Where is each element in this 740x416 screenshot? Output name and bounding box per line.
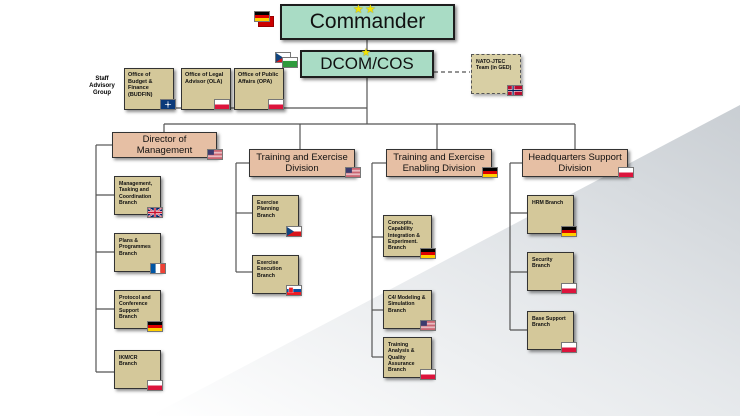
branch-label: Security Branch	[532, 257, 553, 270]
branch-label: Exercise Execution Branch	[257, 260, 282, 279]
germany-flag-icon	[420, 248, 436, 259]
branch-exercise-execution: Exercise Execution Branch	[252, 255, 299, 294]
division-label: Training and Exercise Division	[256, 152, 348, 174]
division-training-exercise-enabling: Training and Exercise Enabling Division	[386, 149, 492, 177]
star-icon: ★	[353, 2, 364, 16]
germany-flag-icon	[561, 226, 577, 237]
branch-label: C4/ Modeling & Simulation Branch	[388, 295, 426, 314]
staff-office-label: Office of Budget & Finance (BUDFIN)	[128, 72, 153, 98]
poland-flag-icon	[147, 380, 163, 391]
staff-advisory-group-label: Staff Advisory Group	[89, 76, 115, 96]
division-director-of-management: Director of Management	[112, 132, 217, 158]
branch-label: Management, Tasking and Coordination Bra…	[119, 181, 153, 206]
branch-label: Exercise Planning Branch	[257, 200, 279, 219]
division-label: Training and Exercise Enabling Division	[393, 152, 485, 174]
branch-label: Base Support Branch	[532, 316, 566, 329]
usa-flag-icon	[345, 167, 361, 178]
poland-flag-icon	[214, 99, 230, 110]
poland-flag-icon	[268, 99, 284, 110]
branch-c4-modeling-simulation: C4/ Modeling & Simulation Branch	[383, 290, 432, 329]
commander-box: Commander	[280, 4, 455, 40]
france-flag-icon	[150, 263, 166, 274]
dcom-box: DCOM/COS	[300, 50, 434, 78]
star-icon: ★	[361, 47, 371, 59]
germany-flag-icon	[147, 321, 163, 332]
germany-flag-icon	[482, 167, 498, 178]
norway-flag-icon	[507, 85, 523, 96]
branch-label: Plans & Programmes Branch	[119, 238, 151, 257]
nato-jtec-label: NATO-JTEC Team (in GED)	[476, 59, 512, 72]
branch-hrm: HRM Branch	[527, 195, 574, 234]
flag-icon	[282, 57, 298, 68]
division-label: Headquarters Support Division	[528, 152, 622, 174]
division-training-and-exercise: Training and Exercise Division	[249, 149, 355, 177]
branch-label: Concepts, Capability Integration & Exper…	[388, 220, 420, 252]
usa-flag-icon	[420, 320, 436, 331]
staff-office-label: Office of Legal Advisor (OLA)	[185, 72, 224, 85]
division-label: Director of Management	[136, 134, 193, 156]
uk-flag-icon	[147, 207, 163, 218]
poland-flag-icon	[420, 369, 436, 380]
germany-flag-icon	[254, 11, 270, 22]
nato-flag-icon	[160, 99, 176, 110]
commander-label: Commander	[309, 10, 426, 33]
star-icon: ★	[365, 2, 376, 16]
staff-office-label: Office of Public Affairs (OPA)	[238, 72, 279, 85]
branch-label: HRM Branch	[532, 200, 564, 206]
branch-label: Training Analysis & Quality Assurance Br…	[388, 342, 415, 374]
czech-flag-icon	[286, 226, 302, 237]
division-headquarters-support: Headquarters Support Division	[522, 149, 628, 177]
poland-flag-icon	[618, 167, 634, 178]
branch-security: Security Branch	[527, 252, 574, 291]
dcom-label: DCOM/COS	[320, 54, 414, 73]
usa-flag-icon	[207, 149, 223, 160]
branch-label: Protocol and Conference Support Branch	[119, 295, 151, 320]
slovakia-flag-icon	[286, 285, 302, 296]
branch-label: IKM/CR Branch	[119, 355, 138, 368]
poland-flag-icon	[561, 283, 577, 294]
poland-flag-icon	[561, 342, 577, 353]
